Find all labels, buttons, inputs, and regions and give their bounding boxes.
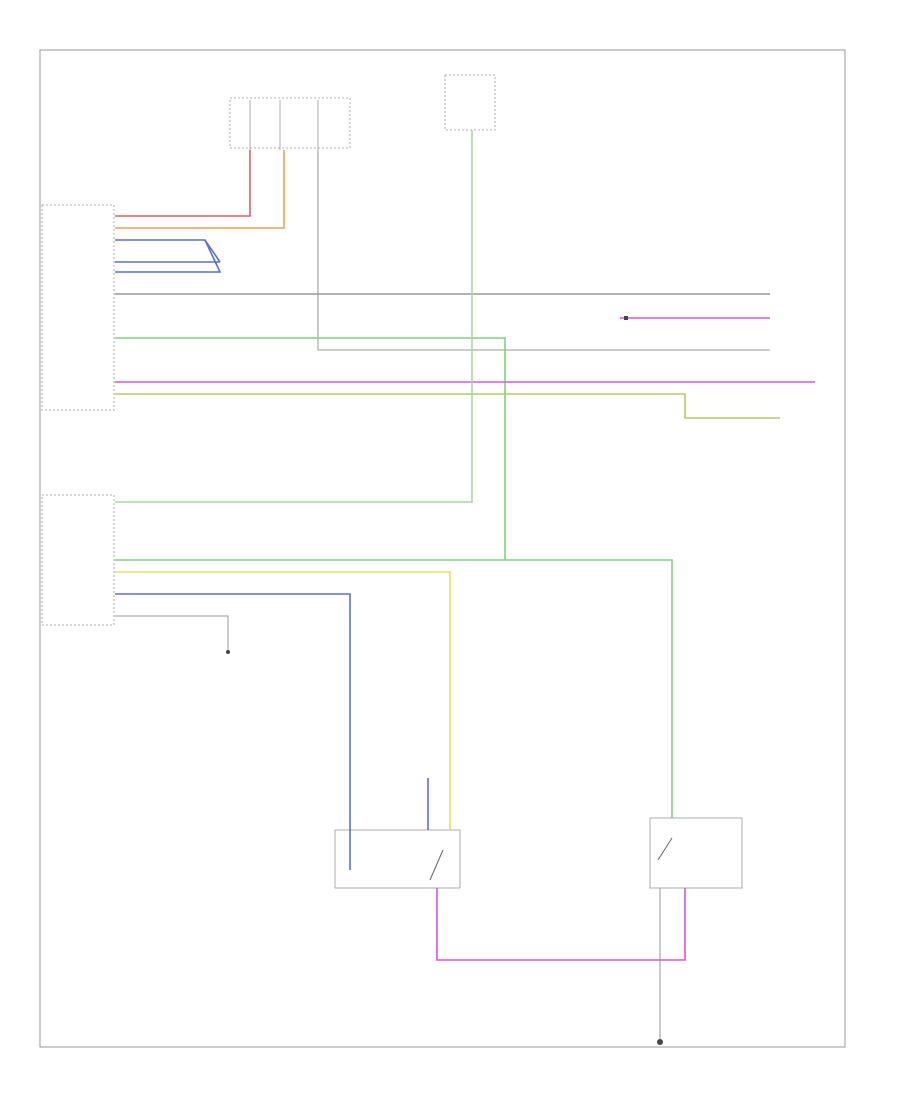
right-switch-module xyxy=(649,817,743,889)
diagram-frame xyxy=(39,49,846,1048)
top-fuse-block xyxy=(229,97,351,150)
battery-fuse-block xyxy=(444,74,496,131)
connector-markers xyxy=(226,316,663,1045)
wires xyxy=(115,130,815,1040)
body-control-module xyxy=(41,204,115,411)
lower-switch-module xyxy=(334,829,461,889)
rear-control-module xyxy=(41,494,115,626)
